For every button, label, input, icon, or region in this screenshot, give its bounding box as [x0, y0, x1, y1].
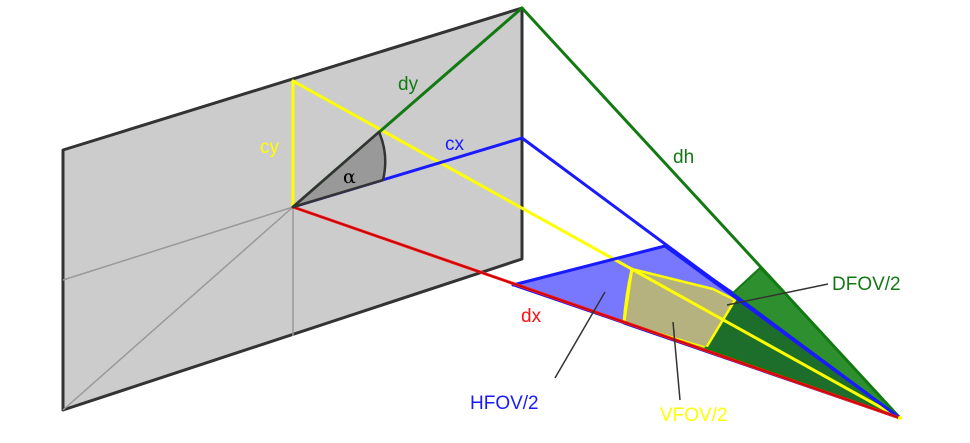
alpha-angle-wedge	[291, 130, 387, 209]
label-cy: cy	[260, 137, 280, 158]
label-dfov: DFOV/2	[832, 274, 901, 295]
label-vfov: VFOV/2	[660, 405, 728, 426]
label-dh: dh	[673, 147, 694, 168]
optical-axis-line	[292, 206, 901, 419]
label-pointers	[554, 283, 829, 401]
label-alpha: α	[343, 166, 356, 188]
dx-line	[291, 205, 902, 420]
label-dy: dy	[398, 74, 419, 95]
label-cx: cx	[445, 134, 465, 155]
label-hfov: HFOV/2	[470, 393, 539, 414]
sensor-grid-lines	[62, 206, 294, 411]
apex-point	[898, 416, 902, 420]
label-dx: dx	[521, 306, 542, 327]
dfov-inner-wedge	[706, 293, 900, 418]
